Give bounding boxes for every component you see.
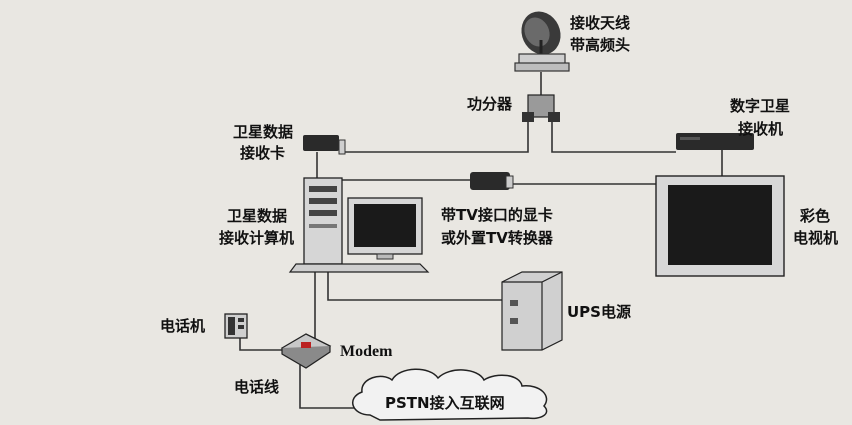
wire-modem-pstn [299, 365, 355, 409]
splitter-label: 功分器 [467, 95, 513, 113]
pc-label-1: 卫星数据 [227, 207, 287, 225]
wire-splitter-satcard [345, 122, 529, 153]
telephone-icon [224, 313, 248, 339]
digital-receiver-label-2: 接收机 [738, 120, 783, 138]
modem-label: Modem [340, 343, 393, 360]
satellite-dish-icon [514, 11, 570, 72]
color-tv-label-2: 电视机 [793, 229, 838, 247]
phone-line-label: 电话线 [234, 378, 279, 396]
pstn-label: PSTN接入互联网 [385, 394, 505, 412]
telephone-label: 电话机 [160, 317, 205, 335]
ups-icon [501, 271, 563, 351]
digital-receiver-icon [676, 133, 754, 150]
color-tv-label-1: 彩色 [799, 207, 830, 225]
connection-wires [239, 72, 723, 409]
tv-card-label-1: 带TV接口的显卡 [441, 206, 553, 224]
sat-card-label-1: 卫星数据 [233, 123, 293, 141]
pc-label-2: 接收计算机 [219, 229, 294, 247]
television-icon [655, 175, 785, 277]
pstn-cloud-icon [352, 368, 548, 421]
splitter-icon [522, 94, 560, 122]
computer-icon [288, 177, 430, 273]
wire-pc-ups [327, 262, 502, 301]
digital-receiver-label-1: 数字卫星 [730, 97, 790, 115]
ups-label: UPS电源 [567, 303, 631, 321]
sat-card-label-2: 接收卡 [240, 144, 285, 162]
satellite-card-icon [303, 135, 346, 155]
antenna-label-2: 带高频头 [570, 36, 630, 54]
wire-phone-modem [239, 338, 282, 351]
tv-card-label-2: 或外置TV转换器 [441, 229, 554, 247]
antenna-label-1: 接收天线 [570, 14, 630, 32]
modem-icon [280, 333, 332, 369]
wire-splitter-receiver [551, 122, 676, 153]
tv-card-icon [470, 172, 514, 190]
